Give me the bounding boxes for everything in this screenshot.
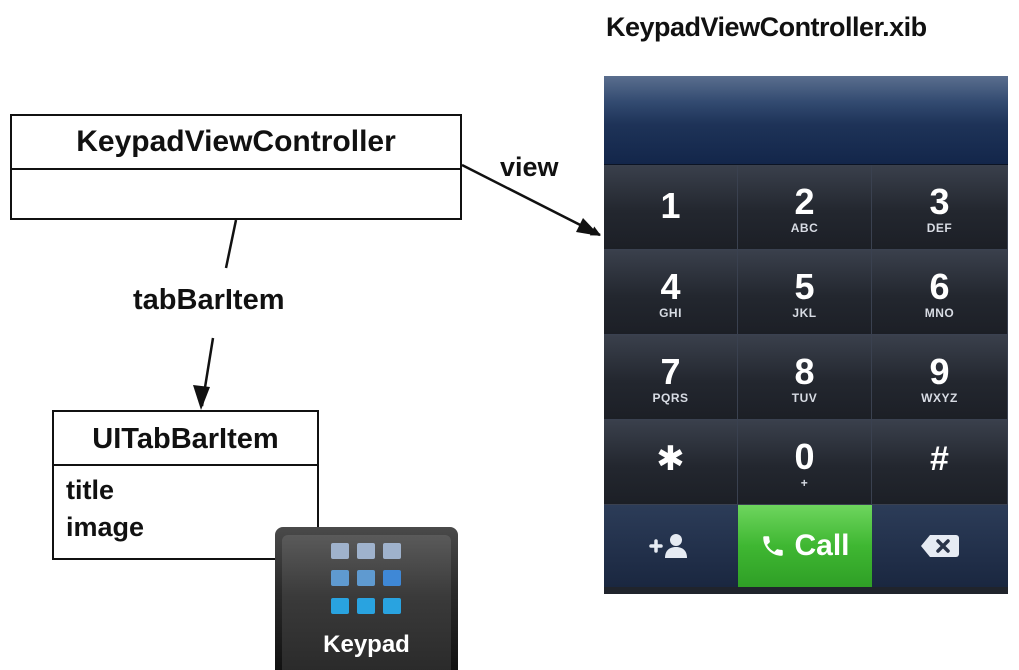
- key-digit: ✱: [656, 440, 685, 478]
- class-attributes: title image: [54, 466, 317, 546]
- key-0[interactable]: 0+: [738, 420, 872, 505]
- keypad-tab-item[interactable]: Keypad: [275, 527, 458, 670]
- keypad-view-controller-class: KeypadViewController: [10, 114, 462, 220]
- key-letters: JKL: [792, 306, 817, 320]
- keypad-bottom-bar: Call: [604, 505, 1008, 587]
- key-letters: GHI: [659, 306, 682, 320]
- key-hash[interactable]: #: [872, 420, 1008, 505]
- xib-title: KeypadViewController.xib: [606, 12, 927, 42]
- key-letters: DEF: [926, 221, 953, 235]
- tabbaritem-relation-label: tabBarItem: [133, 284, 285, 316]
- key-letters: TUV: [791, 391, 818, 405]
- key-letters: MNO: [924, 306, 955, 320]
- key-1[interactable]: 1: [604, 165, 738, 250]
- tabbaritem-connector-top: [224, 219, 238, 269]
- key-digit: 8: [794, 351, 815, 392]
- tab-item-caption: Keypad: [323, 631, 410, 658]
- key-letters: PQRS: [652, 391, 689, 405]
- call-button[interactable]: Call: [738, 505, 872, 587]
- key-digit: 1: [660, 185, 681, 226]
- key-digit: 3: [929, 181, 950, 222]
- number-display: [604, 76, 1008, 165]
- phone-icon: [763, 536, 784, 556]
- key-digit: 7: [660, 351, 681, 392]
- keypad-grid-icon: [275, 527, 458, 627]
- key-digit: 4: [660, 266, 681, 307]
- call-label: Call: [794, 529, 850, 562]
- key-letters: +: [800, 476, 809, 490]
- key-letters: ABC: [790, 221, 819, 235]
- key-digit: #: [930, 440, 949, 478]
- class-name: KeypadViewController: [12, 116, 460, 170]
- key-digit: 9: [929, 351, 950, 392]
- attribute-image: image: [66, 512, 145, 542]
- view-relation-label: view: [500, 152, 559, 182]
- key-digit: 2: [794, 181, 815, 222]
- add-contact-icon: [649, 534, 687, 558]
- key-star[interactable]: ✱: [604, 420, 738, 505]
- key-digit: 0: [794, 436, 815, 477]
- key-letters: WXYZ: [921, 391, 958, 405]
- attribute-title: title: [66, 475, 115, 505]
- key-digit: 6: [929, 266, 950, 307]
- backspace-icon: [921, 535, 959, 557]
- view-arrow: [461, 163, 601, 237]
- add-contact-button[interactable]: [604, 505, 738, 587]
- key-digit: 5: [794, 266, 815, 307]
- class-name: UITabBarItem: [54, 412, 317, 466]
- ui-tab-bar-item-class: UITabBarItem title image: [52, 410, 319, 560]
- delete-button[interactable]: [872, 505, 1008, 587]
